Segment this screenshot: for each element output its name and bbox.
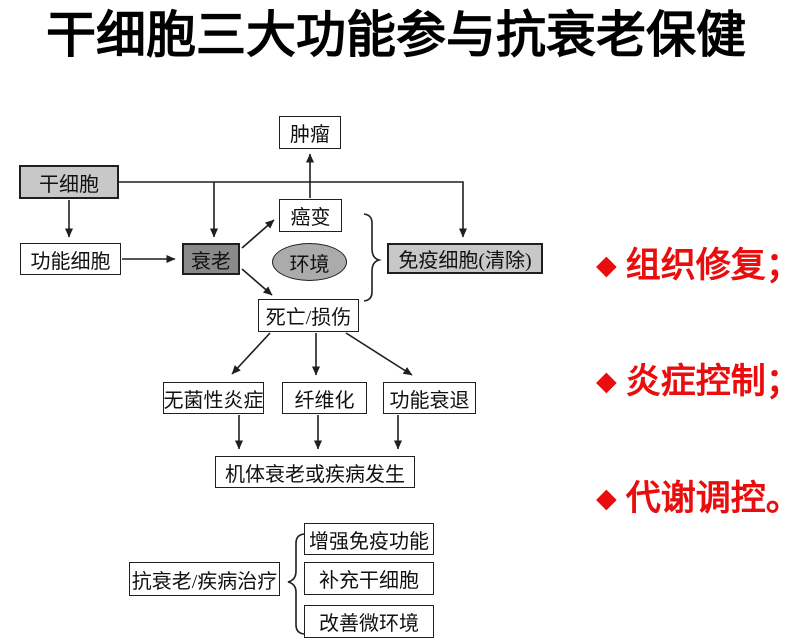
node-tumor: 肿瘤 [279, 116, 341, 149]
brace-treatment-to-methods [287, 533, 305, 635]
node-anti-aging-treatment: 抗衰老/疾病治疗 [129, 562, 280, 596]
node-improve-microenvironment: 改善微环境 [304, 605, 434, 638]
node-enhance-immunity: 增强免疫功能 [304, 523, 434, 555]
node-functional-cell: 功能细胞 [20, 243, 121, 275]
node-stem-cell: 干细胞 [19, 165, 119, 199]
diamond-bullet-icon: ◆ [596, 365, 617, 397]
arrow-senescence-to-deathinjury [241, 268, 273, 296]
diamond-bullet-icon: ◆ [596, 482, 617, 514]
arrow-deathinjury-to-decline [345, 332, 413, 376]
node-immune-cells: 免疫细胞(清除) [387, 243, 543, 274]
bullet-inflammation-control: ◆ 炎症控制； [596, 362, 792, 400]
node-aseptic-inflammation: 无菌性炎症 [163, 382, 264, 414]
node-death-injury: 死亡/损伤 [258, 299, 359, 332]
bullet-label: 炎症控制； [625, 361, 792, 401]
bullet-label: 代谢调控。 [625, 478, 792, 518]
bullet-tissue-repair: ◆ 组织修复； [596, 246, 792, 284]
node-body-aging-disease: 机体衰老或疾病发生 [215, 456, 415, 488]
node-replenish-stem-cells: 补充干细胞 [304, 562, 434, 595]
diamond-bullet-icon: ◆ [596, 249, 617, 281]
node-fibrosis: 纤维化 [282, 382, 367, 414]
brace-group-to-immunecells [363, 213, 382, 302]
node-canceration: 癌变 [279, 199, 342, 232]
page-title: 干细胞三大功能参与抗衰老保健 [46, 7, 746, 63]
bullet-label: 组织修复； [625, 245, 792, 285]
node-senescence: 衰老 [182, 243, 240, 275]
node-environment: 环境 [272, 243, 347, 281]
bullet-metabolic-regulation: ◆ 代谢调控。 [596, 479, 792, 517]
arrow-senescence-to-canceration [241, 219, 275, 249]
node-functional-decline: 功能衰退 [383, 382, 476, 414]
arrow-deathinjury-to-inflammation [231, 332, 271, 375]
